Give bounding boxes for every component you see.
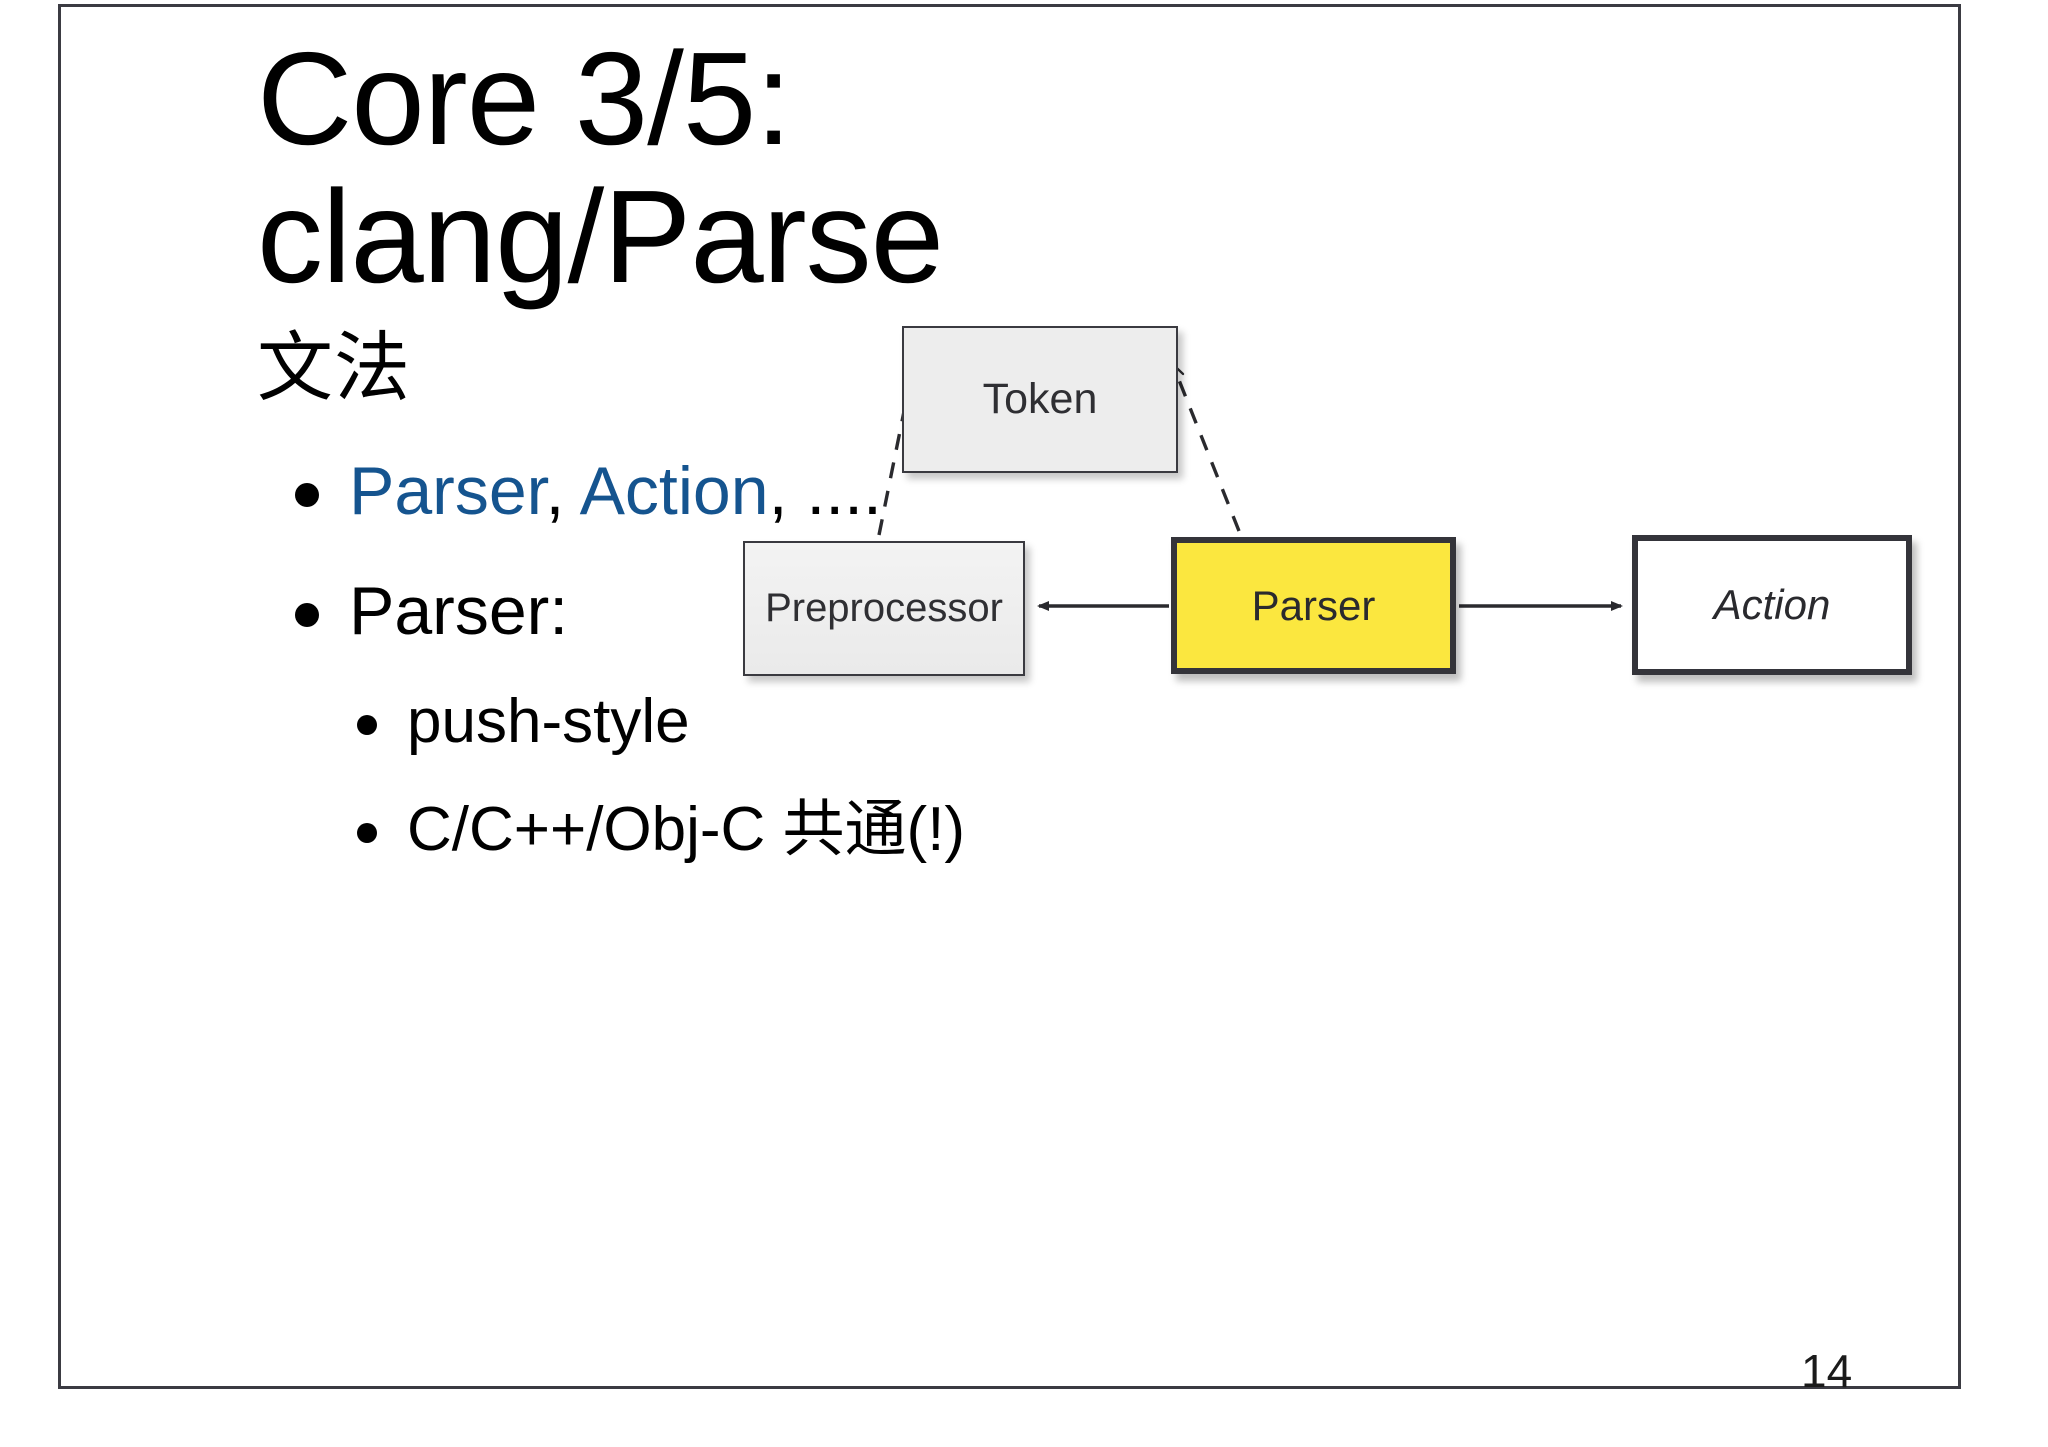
diagram-node-parser[interactable]: Parser [1171, 537, 1456, 674]
bullet-1-keyword-action: Action [579, 452, 769, 529]
bullet-1-sep-1: , [545, 452, 580, 529]
bullet-4-label: C/C++/Obj-C 共通(!) [407, 794, 966, 864]
bullet-dot-icon [357, 715, 377, 736]
diagram-node-token-label: Token [982, 375, 1098, 423]
bullet-3-label: push-style [407, 687, 690, 757]
bullet-2-label: Parser: [349, 572, 569, 649]
diagram-node-token[interactable]: Token [902, 326, 1178, 473]
architecture-diagram: Token Preprocessor Parser Action [621, 297, 1912, 697]
diagram-node-action-label: Action [1713, 581, 1831, 628]
body-content: 文法 Parser, Action, .... Parser: push-sty… [257, 329, 1077, 864]
bullet-dot-icon [295, 602, 319, 627]
diagram-edges [877, 362, 1623, 611]
bullet-1-keyword-parser: Parser [349, 452, 546, 529]
lead-heading: 文法 [257, 326, 411, 411]
page-title: Core 3/5: clang/Parse [257, 33, 1157, 303]
list-item: Parser: [257, 573, 1077, 649]
list-item: push-style [257, 687, 1077, 756]
diagram-node-preprocessor-label: Preprocessor [765, 586, 1003, 630]
page-number: 14 [1801, 1345, 1853, 1397]
title-line-1: Core 3/5: [257, 25, 792, 172]
diagram-node-action[interactable]: Action [1632, 535, 1912, 675]
edge-parser-to-token [1170, 362, 1241, 532]
diagram-node-preprocessor[interactable]: Preprocessor [743, 541, 1025, 676]
title-line-2: clang/Parse [257, 163, 944, 310]
list-item: Parser, Action, .... [257, 453, 1077, 529]
list-item: C/C++/Obj-C 共通(!) [257, 795, 1077, 864]
bullet-dot-icon [357, 822, 377, 843]
bullet-1-sep-2: , .... [768, 452, 882, 529]
bullet-dot-icon [295, 482, 319, 507]
diagram-node-parser-label: Parser [1251, 581, 1376, 629]
slide-frame: Core 3/5: clang/Parse 文法 Parser, Action,… [58, 4, 1961, 1397]
